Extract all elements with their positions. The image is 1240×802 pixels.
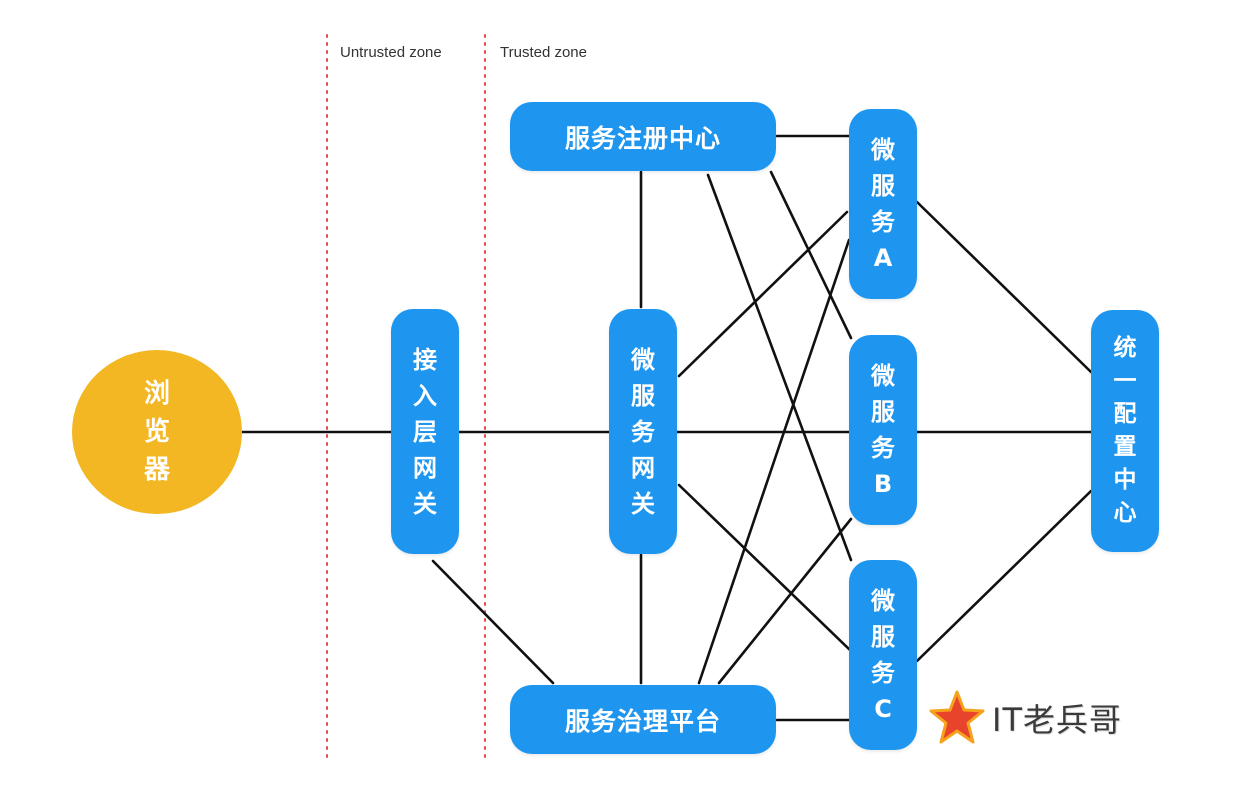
node-char: 关 (413, 489, 437, 518)
node-char: 接 (413, 345, 437, 374)
edge-access-gateway-governance (431, 559, 555, 685)
node-char: 微 (631, 345, 655, 374)
service-gateway-node: 微 服 务 网 关 (609, 309, 677, 554)
browser-char: 器 (143, 455, 170, 485)
registry-center-label: 服务注册中心 (564, 123, 721, 153)
edge-ms-a-config (915, 200, 1093, 374)
node-char: 入 (413, 381, 437, 410)
star-icon (929, 690, 985, 744)
node-char: C (874, 695, 892, 723)
access-gateway-node: 接 入 层 网 关 (391, 309, 459, 554)
node-char: 网 (413, 453, 437, 482)
untrusted-zone-label: Untrusted zone (340, 44, 442, 61)
node-char: 心 (1113, 500, 1137, 526)
node-char: 关 (631, 489, 655, 518)
microservice-b-node: 微 服 务 B (849, 335, 917, 525)
node-char: 置 (1113, 434, 1137, 460)
edge-registry-ms-b (769, 170, 853, 340)
microservice-c-node: 微 服 务 C (849, 560, 917, 750)
node-char: 网 (631, 453, 655, 482)
trusted-zone-label: Trusted zone (500, 44, 587, 61)
node-char: 服 (871, 623, 895, 651)
edge-governance-ms-a (697, 238, 851, 685)
node-char: 务 (871, 208, 895, 236)
node-char: 统 (1113, 335, 1137, 361)
node-char: A (873, 244, 893, 272)
edge-service-gateway-ms-a (677, 210, 849, 378)
edge-service-gateway-ms-c (677, 483, 853, 653)
browser-char: 览 (143, 417, 170, 447)
node-char: 服 (871, 172, 895, 200)
edge-governance-ms-b (717, 517, 853, 685)
node-char: 服 (631, 381, 655, 410)
node-char: 一 (1113, 368, 1137, 394)
node-char: 务 (631, 417, 655, 446)
edge-ms-c-config (915, 489, 1093, 663)
node-char: 服 (871, 398, 895, 426)
node-char: 层 (413, 417, 437, 446)
browser-node: 浏 览 器 (72, 350, 242, 514)
node-char: 微 (871, 587, 895, 615)
edge-registry-ms-c (706, 173, 853, 562)
watermark-text: IT老兵哥 (992, 701, 1122, 739)
node-char: 务 (871, 434, 895, 462)
governance-platform-label: 服务治理平台 (564, 706, 721, 736)
config-center-node: 统 一 配 置 中 心 (1091, 310, 1159, 552)
node-char: 务 (871, 659, 895, 687)
node-char: 微 (871, 136, 895, 164)
watermark: IT老兵哥 (928, 688, 1122, 748)
governance-platform-node: 服务治理平台 (510, 685, 776, 754)
browser-char: 浏 (143, 379, 170, 409)
microservice-a-node: 微 服 务 A (849, 109, 917, 299)
node-char: 微 (871, 362, 895, 390)
registry-center-node: 服务注册中心 (510, 102, 776, 171)
node-char: B (873, 470, 893, 498)
node-char: 配 (1113, 401, 1137, 427)
node-char: 中 (1113, 467, 1137, 493)
